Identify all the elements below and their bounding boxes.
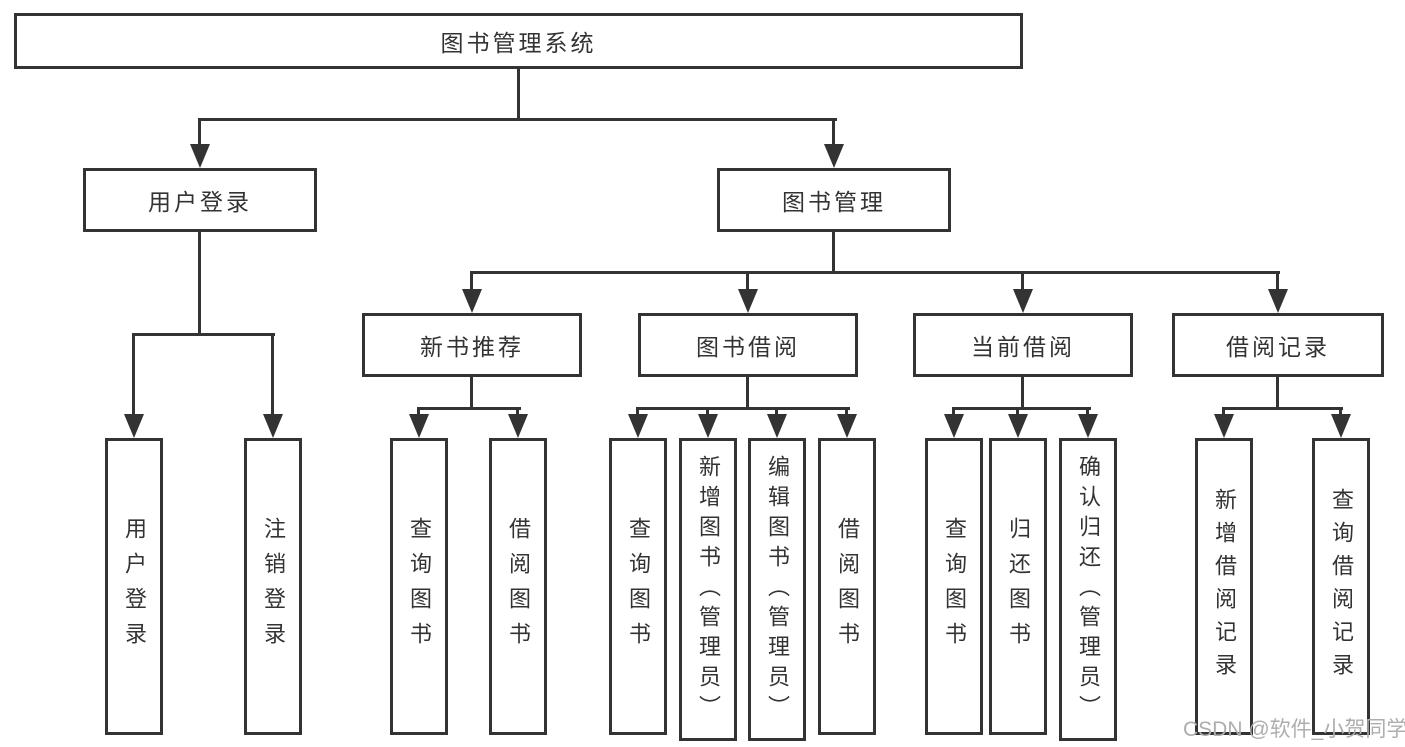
connector-line bbox=[1339, 407, 1342, 417]
node-label: 当前借阅 bbox=[971, 334, 1075, 360]
node-label: 借阅图书 bbox=[506, 516, 531, 657]
node-label: 归还图书 bbox=[1006, 516, 1031, 657]
node-query-books: 查询图书 bbox=[925, 438, 983, 735]
node-user-login-leaf: 用户登录 bbox=[105, 438, 163, 735]
connector-line bbox=[636, 407, 850, 410]
node-borrow-records: 借阅记录 bbox=[1172, 313, 1384, 377]
node-label: 新增图书（管理员） bbox=[696, 454, 721, 725]
node-logout-leaf: 注销登录 bbox=[244, 438, 302, 735]
connector-line bbox=[132, 333, 275, 336]
node-label: 图书借阅 bbox=[696, 334, 800, 360]
connector-line bbox=[845, 407, 848, 417]
node-label: 新书推荐 bbox=[420, 334, 524, 360]
node-label: 查询图书 bbox=[942, 516, 967, 657]
node-query-books: 查询图书 bbox=[609, 438, 667, 735]
node-label: 新增借阅记录 bbox=[1212, 487, 1237, 686]
node-library-system: 图书管理系统 bbox=[14, 13, 1023, 69]
connector-line bbox=[1021, 271, 1024, 291]
arrowhead-down-icon bbox=[767, 414, 787, 438]
arrowhead-down-icon bbox=[1078, 414, 1098, 438]
node-label: 图书管理 bbox=[782, 189, 886, 215]
connector-line bbox=[470, 271, 1280, 274]
node-book-management: 图书管理 bbox=[717, 168, 951, 232]
connector-line bbox=[775, 407, 778, 417]
connector-line bbox=[470, 271, 473, 291]
node-add-books-admin: 新增图书（管理员） bbox=[679, 438, 737, 741]
connector-line bbox=[1021, 377, 1024, 410]
node-label: 注销登录 bbox=[261, 516, 286, 657]
arrowhead-down-icon bbox=[1008, 414, 1028, 438]
node-label: 借阅记录 bbox=[1226, 334, 1330, 360]
connector-line bbox=[198, 118, 837, 121]
node-label: 图书管理系统 bbox=[440, 30, 597, 56]
connector-line bbox=[132, 333, 135, 414]
connector-line bbox=[1016, 407, 1019, 417]
node-confirm-return-admin: 确认归还（管理员） bbox=[1059, 438, 1117, 741]
node-label: 编辑图书（管理员） bbox=[765, 454, 790, 725]
connector-line bbox=[746, 271, 749, 291]
node-add-borrow-record: 新增借阅记录 bbox=[1195, 438, 1253, 735]
connector-line bbox=[952, 407, 1091, 410]
arrowhead-down-icon bbox=[1331, 414, 1351, 438]
connector-line bbox=[198, 118, 201, 146]
arrowhead-down-icon bbox=[508, 414, 528, 438]
arrowhead-down-icon bbox=[190, 144, 210, 168]
connector-line bbox=[516, 407, 519, 417]
arrowhead-down-icon bbox=[409, 414, 429, 438]
node-label: 用户登录 bbox=[122, 516, 147, 657]
node-new-book-recommend: 新书推荐 bbox=[362, 313, 582, 377]
node-borrow-books: 借阅图书 bbox=[489, 438, 547, 735]
arrowhead-down-icon bbox=[628, 414, 648, 438]
connector-line bbox=[1276, 271, 1279, 291]
node-label: 查询图书 bbox=[407, 516, 432, 657]
connector-line bbox=[517, 69, 520, 120]
connector-line bbox=[417, 407, 420, 417]
arrowhead-down-icon bbox=[1214, 414, 1234, 438]
node-label: 借阅图书 bbox=[835, 516, 860, 657]
arrowhead-down-icon bbox=[837, 414, 857, 438]
connector-line bbox=[1086, 407, 1089, 417]
arrowhead-down-icon bbox=[738, 289, 758, 313]
connector-line bbox=[198, 232, 201, 336]
connector-line bbox=[706, 407, 709, 417]
csdn-watermark: CSDN @软件_小贺同学 bbox=[1183, 718, 1405, 741]
node-user-login: 用户登录 bbox=[83, 168, 317, 232]
connector-line bbox=[832, 232, 835, 274]
connector-line bbox=[1222, 407, 1225, 417]
arrowhead-down-icon bbox=[124, 414, 144, 438]
node-book-borrow: 图书借阅 bbox=[638, 313, 858, 377]
arrowhead-down-icon bbox=[1013, 289, 1033, 313]
node-borrow-books: 借阅图书 bbox=[818, 438, 876, 735]
connector-line bbox=[832, 118, 835, 146]
node-label: 用户登录 bbox=[148, 189, 252, 215]
arrowhead-down-icon bbox=[263, 414, 283, 438]
connector-line bbox=[271, 333, 274, 414]
connector-line bbox=[1276, 377, 1279, 410]
node-query-books: 查询图书 bbox=[390, 438, 448, 735]
node-label: 查询借阅记录 bbox=[1329, 487, 1354, 686]
arrowhead-down-icon bbox=[824, 144, 844, 168]
connector-line bbox=[1222, 407, 1343, 410]
connector-line bbox=[636, 407, 639, 417]
node-label: 确认归还（管理员） bbox=[1076, 454, 1101, 725]
node-current-borrow: 当前借阅 bbox=[913, 313, 1133, 377]
arrowhead-down-icon bbox=[462, 289, 482, 313]
node-query-borrow-record: 查询借阅记录 bbox=[1312, 438, 1370, 735]
connector-line bbox=[470, 377, 473, 410]
node-edit-books-admin: 编辑图书（管理员） bbox=[748, 438, 806, 741]
node-label: 查询图书 bbox=[626, 516, 651, 657]
connector-line bbox=[746, 377, 749, 410]
connector-line bbox=[952, 407, 955, 417]
arrowhead-down-icon bbox=[1268, 289, 1288, 313]
connector-line bbox=[417, 407, 521, 410]
arrowhead-down-icon bbox=[944, 414, 964, 438]
arrowhead-down-icon bbox=[698, 414, 718, 438]
node-return-books: 归还图书 bbox=[989, 438, 1047, 735]
